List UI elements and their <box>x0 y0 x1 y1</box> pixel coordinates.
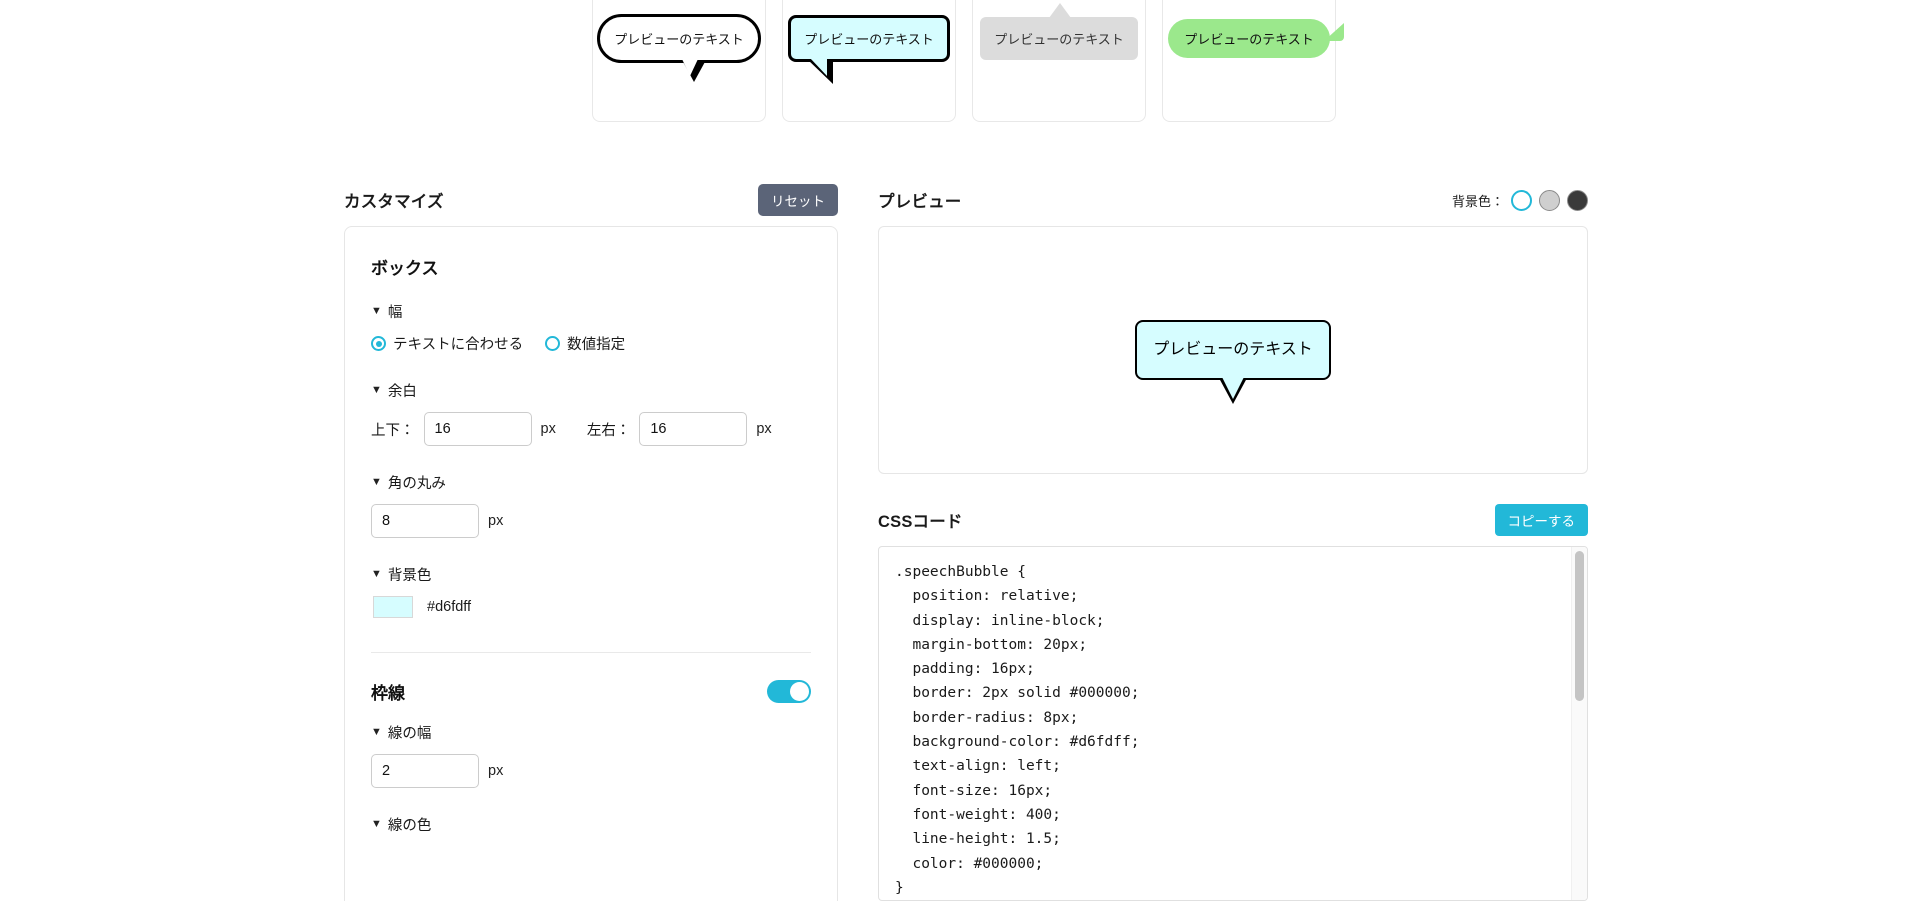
bg-option-gray[interactable] <box>1539 189 1560 211</box>
border-enable-toggle[interactable] <box>767 680 811 703</box>
gallery-card-outline-pill[interactable]: プレビューのテキスト <box>592 0 766 122</box>
field-background-color: ▼ 背景色 #d6fdff <box>371 564 811 618</box>
bubble-preview-wrap: プレビューのテキスト <box>597 13 761 82</box>
gallery-bubble-text: プレビューのテキスト <box>980 2 1138 60</box>
radio-width-numeric[interactable]: 数値指定 <box>545 333 625 354</box>
border-group-header: 枠線 <box>371 679 811 704</box>
field-border-radius: ▼ 角の丸み px <box>371 472 811 538</box>
line-width-input[interactable] <box>371 754 479 788</box>
bubble-preview-wrap: プレビューのテキスト <box>980 2 1138 60</box>
line-width-row: px <box>371 754 811 788</box>
chevron-down-icon[interactable]: ▼ <box>371 384 382 396</box>
css-code-text: .speechBubble { position: relative; disp… <box>895 564 1140 896</box>
css-code-box[interactable]: .speechBubble { position: relative; disp… <box>878 546 1588 901</box>
border-radius-row: px <box>371 504 811 538</box>
border-radius-input[interactable] <box>371 504 479 538</box>
gallery-bubble-text: プレビューのテキスト <box>1168 18 1344 58</box>
preview-header: プレビュー 背景色： <box>878 186 1588 214</box>
field-line-width-label: ▼ 線の幅 <box>371 722 811 743</box>
field-line-color-label: ▼ 線の色 <box>371 814 811 835</box>
border-group-title: 枠線 <box>371 684 405 703</box>
field-background-color-label-text: 背景色 <box>387 568 432 584</box>
chevron-down-icon[interactable]: ▼ <box>371 305 382 317</box>
customize-header: カスタマイズ リセット <box>344 184 838 216</box>
field-background-color-label: ▼ 背景色 <box>371 564 811 585</box>
bg-option-dark[interactable] <box>1567 189 1588 211</box>
customize-panel: ボックス ▼ 幅 テキストに合わせる 数値指定 <box>344 226 838 901</box>
gallery-card-gray-top-tail[interactable]: プレビューのテキスト <box>972 0 1146 122</box>
reset-button[interactable]: リセット <box>758 184 838 216</box>
line-width-unit: px <box>488 763 504 779</box>
padding-vertical-label: 上下： <box>371 422 415 439</box>
bubble-preview-wrap: プレビューのテキスト <box>1168 18 1344 58</box>
field-line-width-label-text: 線の幅 <box>387 726 432 742</box>
bubble-style-gallery: プレビューのテキスト プレビューのテキスト プレビューのテキスト プレビューのテ… <box>0 0 1920 122</box>
background-color-swatch[interactable] <box>373 596 413 618</box>
field-border-radius-label: ▼ 角の丸み <box>371 472 811 493</box>
bg-option-white[interactable] <box>1511 189 1532 211</box>
section-divider <box>371 652 811 653</box>
width-radio-group: テキストに合わせる 数値指定 <box>371 333 811 354</box>
preview-title: プレビュー <box>878 193 962 211</box>
padding-inputs-row: 上下： px 左右： px <box>371 412 811 446</box>
padding-vertical-unit: px <box>540 421 556 437</box>
bubble-preview-wrap: プレビューのテキスト <box>788 14 950 84</box>
field-padding: ▼ 余白 上下： px 左右： px <box>371 380 811 446</box>
gallery-card-cyan-box[interactable]: プレビューのテキスト <box>782 0 956 122</box>
field-width-label: ▼ 幅 <box>371 301 811 322</box>
preview-background-label: 背景色： <box>1451 193 1504 209</box>
background-color-row: #d6fdff <box>371 596 811 618</box>
radio-width-auto-label: テキストに合わせる <box>393 337 524 353</box>
customize-title: カスタマイズ <box>344 193 444 211</box>
preview-bubble: プレビューのテキスト <box>1135 320 1331 404</box>
toggle-knob <box>790 682 809 701</box>
preview-canvas: プレビューのテキスト <box>878 226 1588 474</box>
code-scrollbar-thumb[interactable] <box>1575 551 1584 701</box>
field-border-radius-label-text: 角の丸み <box>387 476 446 492</box>
radio-width-numeric-label: 数値指定 <box>567 337 626 353</box>
gallery-bubble-text: プレビューのテキスト <box>788 14 950 84</box>
field-width-label-text: 幅 <box>387 305 403 321</box>
preview-background-picker: 背景色： <box>1451 189 1588 211</box>
chevron-down-icon[interactable]: ▼ <box>371 726 382 738</box>
background-color-hex: #d6fdff <box>427 599 472 615</box>
box-group-title: ボックス <box>371 259 439 278</box>
css-code-header: CSSコード コピーする <box>878 504 1588 536</box>
gallery-card-green-right-tail[interactable]: プレビューのテキスト <box>1162 0 1344 122</box>
copy-css-button[interactable]: コピーする <box>1494 504 1588 536</box>
field-line-width: ▼ 線の幅 px <box>371 722 811 788</box>
radio-width-auto[interactable]: テキストに合わせる <box>371 333 523 354</box>
chevron-down-icon[interactable]: ▼ <box>371 568 382 580</box>
radio-dot-icon[interactable] <box>545 336 561 351</box>
field-line-color: ▼ 線の色 <box>371 814 811 835</box>
field-padding-label: ▼ 余白 <box>371 380 811 401</box>
border-radius-unit: px <box>488 513 504 529</box>
padding-horizontal-label: 左右： <box>586 422 631 439</box>
padding-horizontal-input[interactable] <box>639 412 748 446</box>
padding-horizontal-unit: px <box>756 421 772 437</box>
css-code-title: CSSコード <box>878 513 963 531</box>
chevron-down-icon[interactable]: ▼ <box>371 818 382 830</box>
field-line-color-label-text: 線の色 <box>387 818 432 834</box>
field-width: ▼ 幅 テキストに合わせる 数値指定 <box>371 301 811 354</box>
padding-vertical-input[interactable] <box>423 412 532 446</box>
preview-column: プレビュー 背景色： プレビューのテキスト CSSコード コピーする .spee… <box>878 186 1588 901</box>
field-padding-label-text: 余白 <box>387 384 417 400</box>
customize-column: カスタマイズ リセット ボックス ▼ 幅 テキストに合わせる <box>344 184 838 901</box>
chevron-down-icon[interactable]: ▼ <box>371 476 382 488</box>
gallery-bubble-text: プレビューのテキスト <box>597 13 761 82</box>
radio-dot-icon[interactable] <box>371 336 386 351</box>
